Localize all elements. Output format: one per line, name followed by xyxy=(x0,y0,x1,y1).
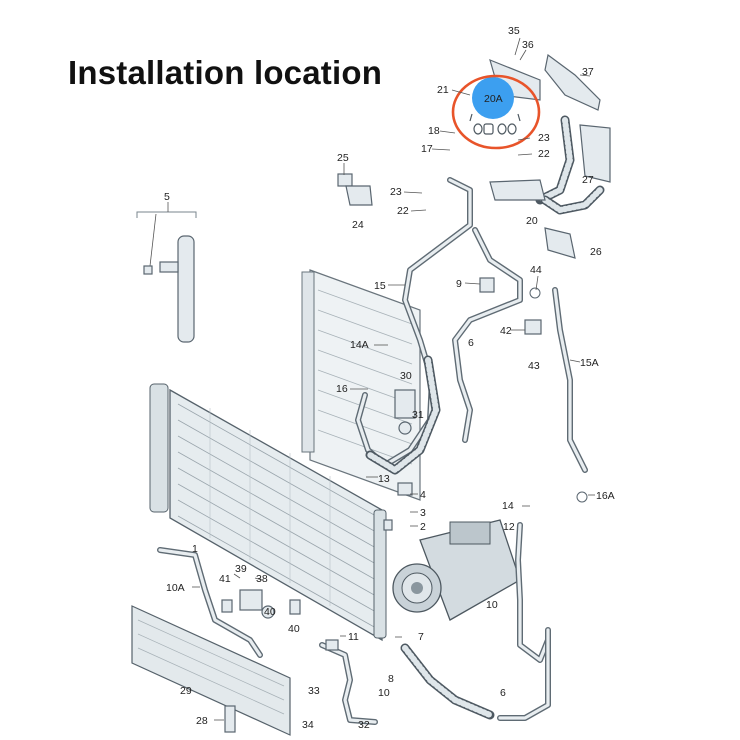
label-12: 12 xyxy=(503,521,515,533)
label-13: 13 xyxy=(378,473,390,485)
label-15: 15 xyxy=(374,280,386,292)
label-25: 25 xyxy=(337,152,349,164)
label-44: 44 xyxy=(530,264,542,276)
heading: Installation location xyxy=(68,54,383,91)
top-fittings xyxy=(221,53,611,733)
label-26: 26 xyxy=(590,246,602,258)
label-36: 36 xyxy=(522,39,534,51)
label-3: 3 xyxy=(420,507,426,519)
highlight-20a xyxy=(451,74,541,150)
label-10-bottom: 10 xyxy=(378,687,390,699)
label-14a: 14A xyxy=(350,339,369,351)
label-29: 29 xyxy=(180,685,192,697)
label-24: 24 xyxy=(352,219,364,231)
label-32: 32 xyxy=(358,719,370,731)
label-27: 27 xyxy=(582,174,594,186)
label-6-mid: 6 xyxy=(468,337,474,349)
label-23-left: 23 xyxy=(390,186,402,198)
highlight-circle xyxy=(451,74,541,150)
label-35: 35 xyxy=(508,25,520,37)
label-22-top: 22 xyxy=(538,148,550,160)
label-16a: 16A xyxy=(596,490,615,502)
label-14: 14 xyxy=(502,500,514,512)
label-40-b: 40 xyxy=(288,623,300,635)
label-8: 8 xyxy=(388,673,394,685)
label-2: 2 xyxy=(420,521,426,533)
refrigerant-lines xyxy=(157,177,588,725)
label-18: 18 xyxy=(428,125,440,137)
compressor xyxy=(392,519,521,621)
label-16: 16 xyxy=(336,383,348,395)
refrigerant-hoses xyxy=(365,115,605,720)
condenser xyxy=(149,383,387,642)
label-11: 11 xyxy=(348,631,359,643)
label-15a: 15A xyxy=(580,357,599,369)
label-42: 42 xyxy=(500,325,512,337)
label-23-top: 23 xyxy=(538,132,550,144)
label-10a: 10A xyxy=(166,582,185,594)
label-20: 20 xyxy=(526,215,538,227)
part-labels: 35 36 37 21 20A 18 23 17 22 25 27 23 22 … xyxy=(164,25,615,731)
leader-lines xyxy=(192,37,595,721)
label-33: 33 xyxy=(308,685,320,697)
radiator xyxy=(301,269,421,501)
label-5: 5 xyxy=(164,191,170,203)
label-40-a: 40 xyxy=(264,606,276,618)
label-21: 21 xyxy=(437,84,449,96)
label-1: 1 xyxy=(192,543,198,555)
charge-air-cooler xyxy=(131,605,291,736)
highlight-marker xyxy=(472,77,514,119)
label-41: 41 xyxy=(219,573,231,585)
label-22-left: 22 xyxy=(397,205,409,217)
label-6-bottom: 6 xyxy=(500,687,506,699)
label-20a: 20A xyxy=(484,93,503,105)
label-37: 37 xyxy=(582,66,594,78)
label-43: 43 xyxy=(528,360,540,372)
label-30: 30 xyxy=(400,370,412,382)
label-9: 9 xyxy=(456,278,462,290)
receiver-drier xyxy=(136,202,197,343)
label-38: 38 xyxy=(256,573,268,585)
label-31: 31 xyxy=(412,409,424,421)
label-28: 28 xyxy=(196,715,208,727)
label-10-right: 10 xyxy=(486,599,498,611)
label-17: 17 xyxy=(421,143,433,155)
label-4: 4 xyxy=(420,489,426,501)
label-34: 34 xyxy=(302,719,314,731)
label-39: 39 xyxy=(235,563,247,575)
label-7: 7 xyxy=(418,631,424,643)
